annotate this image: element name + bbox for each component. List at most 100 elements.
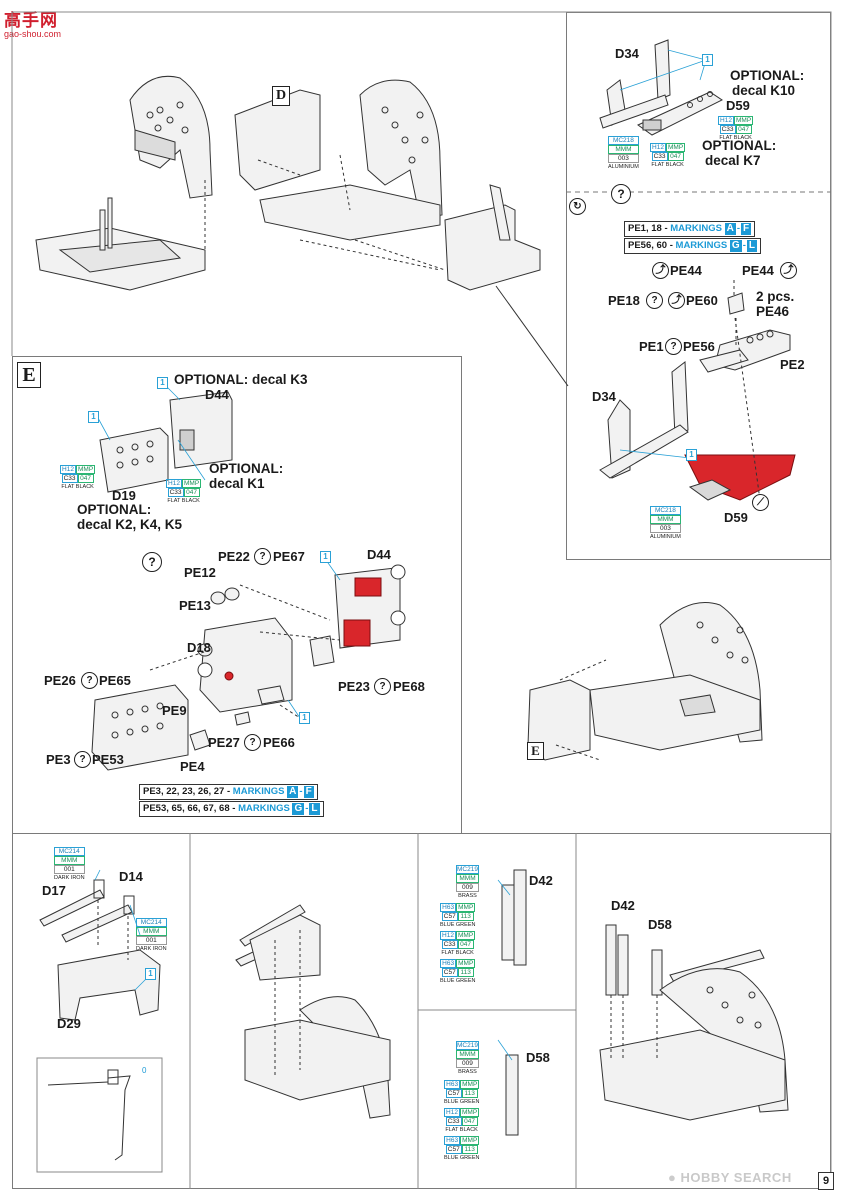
question-icon: ? bbox=[81, 672, 98, 689]
watermark-url: gao-shou.com bbox=[4, 29, 62, 39]
pe-symbol-icon: ⟋ bbox=[752, 494, 769, 511]
question-icon: ? bbox=[646, 292, 663, 309]
marking-badge: F bbox=[303, 786, 314, 798]
label-d34: D34 bbox=[592, 389, 616, 404]
paint-code: C33 bbox=[651, 152, 668, 161]
paint-name: ALUMINIUM bbox=[650, 534, 681, 540]
label-d34: D34 bbox=[615, 46, 639, 61]
question-icon: ? bbox=[611, 184, 631, 204]
paint-code: 003 bbox=[608, 154, 639, 163]
paint-code: C57 bbox=[441, 912, 458, 921]
paint-code: 047 bbox=[457, 940, 474, 949]
bend-icon: ⤴ bbox=[652, 262, 669, 279]
callout-number: 1 bbox=[145, 968, 156, 980]
label-d44: D44 bbox=[205, 387, 229, 402]
label-pe13: PE13 bbox=[179, 598, 211, 613]
paint-code: MMM bbox=[54, 856, 85, 865]
paint-code: MMP bbox=[460, 1080, 480, 1089]
paint-code: MMP bbox=[456, 903, 476, 912]
label-pe18: PE18 bbox=[608, 293, 640, 308]
footer-brand-text: HOBBY SEARCH bbox=[680, 1170, 792, 1185]
label-pe1: PE1 bbox=[639, 339, 664, 354]
marking-badge: L bbox=[309, 803, 320, 815]
callout-number: 1 bbox=[88, 411, 99, 423]
label-pe67: PE67 bbox=[273, 549, 305, 564]
label-pe65: PE65 bbox=[99, 673, 131, 688]
paint-code: MMP bbox=[734, 116, 754, 125]
markings-parts: PE56, 60 - bbox=[628, 240, 676, 251]
label-pe2: PE2 bbox=[780, 357, 805, 372]
paint-code: 047 bbox=[183, 488, 200, 497]
label-pe26: PE26 bbox=[44, 673, 76, 688]
paint-aluminium: MC218 MMM 003 ALUMINIUM bbox=[650, 506, 681, 541]
paint-code: C33 bbox=[719, 125, 736, 134]
question-icon: ? bbox=[244, 734, 261, 751]
markings-parts: PE53, 65, 66, 67, 68 - bbox=[143, 803, 239, 814]
paint-name: BLUE GREEN bbox=[444, 1099, 480, 1105]
paint-name: ALUMINIUM bbox=[608, 164, 639, 170]
paint-code: H12 bbox=[650, 143, 666, 152]
paint-code: 001 bbox=[136, 936, 167, 945]
label-optional-k245: OPTIONAL: bbox=[77, 502, 152, 517]
label-pe44-left: PE44 bbox=[670, 263, 702, 278]
callout-number: 1 bbox=[157, 377, 168, 389]
marking-badge: L bbox=[746, 240, 757, 252]
markings-word: MARKINGS bbox=[238, 803, 290, 814]
paint-code: 003 bbox=[650, 524, 681, 533]
paint-code: H12 bbox=[718, 116, 734, 125]
question-icon: ? bbox=[665, 338, 682, 355]
label-decal-k10: decal K10 bbox=[732, 83, 796, 98]
label-pe46: PE46 bbox=[756, 304, 790, 319]
markings-row-af: PE1, 18 - MARKINGS A-F bbox=[624, 221, 756, 237]
paint-code: MMP bbox=[76, 465, 96, 474]
markings-word: MARKINGS bbox=[232, 786, 285, 797]
label-optional-k1: OPTIONAL: bbox=[209, 461, 284, 476]
label-optional-k7: OPTIONAL: bbox=[702, 138, 777, 153]
paint-name: BLUE GREEN bbox=[440, 978, 476, 984]
paint-code: MMM bbox=[650, 515, 681, 524]
paint-code: MC214 bbox=[54, 847, 85, 856]
question-icon: ? bbox=[374, 678, 391, 695]
markings-row-gl: PE56, 60 - MARKINGS G-L bbox=[624, 238, 761, 254]
label-optional-k10: OPTIONAL: bbox=[730, 68, 805, 83]
marking-badge: A bbox=[724, 223, 736, 235]
paint-code: MMM bbox=[608, 145, 639, 154]
callout-number: 1 bbox=[320, 551, 331, 563]
paint-dark-iron: MC214 MMM 001 DARK IRON bbox=[54, 847, 85, 882]
paint-code: H12 bbox=[444, 1108, 460, 1117]
label-pe66: PE66 bbox=[263, 735, 295, 750]
question-icon: ? bbox=[142, 552, 162, 572]
paint-code: 047 bbox=[461, 1117, 478, 1126]
paint-name: DARK IRON bbox=[136, 946, 167, 952]
inset-value: 0 bbox=[142, 1066, 147, 1075]
bend-icon: ⤴ bbox=[668, 292, 685, 309]
step-letter-e-small: E bbox=[527, 742, 544, 760]
paint-code: H63 bbox=[440, 903, 457, 912]
paint-code: H12 bbox=[166, 479, 182, 488]
markings-parts: PE1, 18 - bbox=[628, 223, 671, 234]
paint-code: MC219 bbox=[456, 865, 479, 874]
paint-brass: MC219 MMM 009 BRASS bbox=[456, 865, 479, 900]
label-decal-k1: decal K1 bbox=[209, 476, 265, 491]
label-d29: D29 bbox=[57, 1016, 81, 1031]
paint-code: H63 bbox=[444, 1080, 461, 1089]
paint-brass: MC219 MMM 009 BRASS bbox=[456, 1041, 479, 1076]
paint-code: 001 bbox=[54, 865, 85, 874]
paint-code: MC219 bbox=[456, 1041, 479, 1050]
label-pe27: PE27 bbox=[208, 735, 240, 750]
label-pe4: PE4 bbox=[180, 759, 205, 774]
paint-code: MMP bbox=[456, 931, 476, 940]
markings-word: MARKINGS bbox=[675, 240, 728, 251]
label-d18: D18 bbox=[187, 640, 211, 655]
watermark-logo-text: 高手网 bbox=[4, 11, 58, 31]
watermark: 高手网 gao-shou.com bbox=[4, 6, 61, 39]
paint-code: C57 bbox=[445, 1089, 462, 1098]
paint-code: MC218 bbox=[650, 506, 681, 515]
